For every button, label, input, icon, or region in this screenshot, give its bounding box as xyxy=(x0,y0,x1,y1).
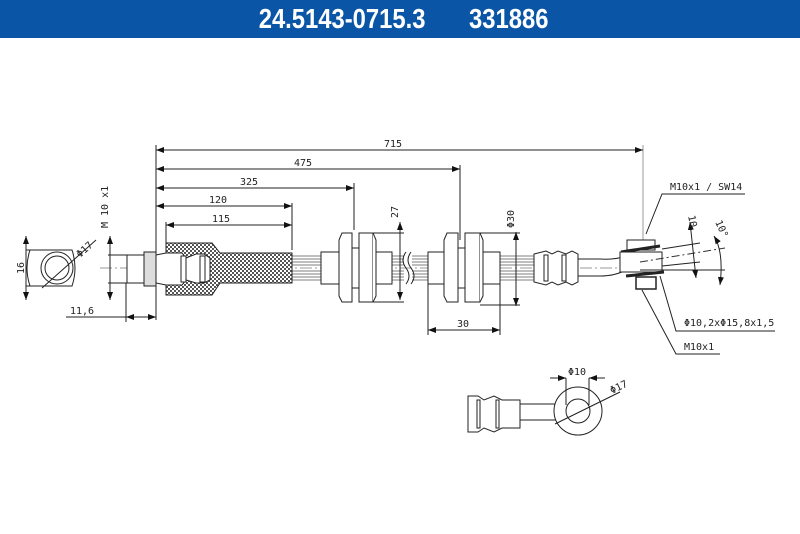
label-thread-right: M10x1 xyxy=(684,342,714,353)
dim-phi10: Φ10 xyxy=(568,367,586,378)
part-number: 24.5143-0715.3 xyxy=(258,3,426,34)
dim-30: 30 xyxy=(457,319,469,330)
detail-view xyxy=(467,386,621,436)
dim-phi17-detail: Φ17 xyxy=(608,379,629,397)
dim-phi30: Φ30 xyxy=(506,210,517,228)
article-number: 331886 xyxy=(469,3,549,34)
label-thread-sw: M10x1 / SW14 xyxy=(670,182,742,193)
bracket-1 xyxy=(320,232,393,303)
right-nut xyxy=(619,239,701,290)
dim-16: 16 xyxy=(16,262,27,274)
dim-475: 475 xyxy=(294,158,312,169)
dim-120: 120 xyxy=(209,195,227,206)
bracket-2 xyxy=(427,232,501,303)
dim-10-offset: 10 xyxy=(685,214,698,228)
dim-715: 715 xyxy=(384,139,402,150)
dim-115: 115 xyxy=(212,214,230,225)
left-banjo-view xyxy=(26,239,97,289)
dim-11-6: 11,6 xyxy=(70,306,94,317)
dimension-lines: 715 475 325 120 115 xyxy=(156,139,643,228)
right-fitting xyxy=(533,250,627,286)
left-fitting xyxy=(126,242,293,296)
label-washer-spec: Φ10,2xΦ15,8x1,5 xyxy=(684,318,774,329)
label-thread-left: M 10 x1 xyxy=(100,186,111,228)
dim-325: 325 xyxy=(240,177,258,188)
part-number-header: 24.5143-0715.3 331886 xyxy=(0,0,800,38)
dim-27: 27 xyxy=(390,206,401,218)
